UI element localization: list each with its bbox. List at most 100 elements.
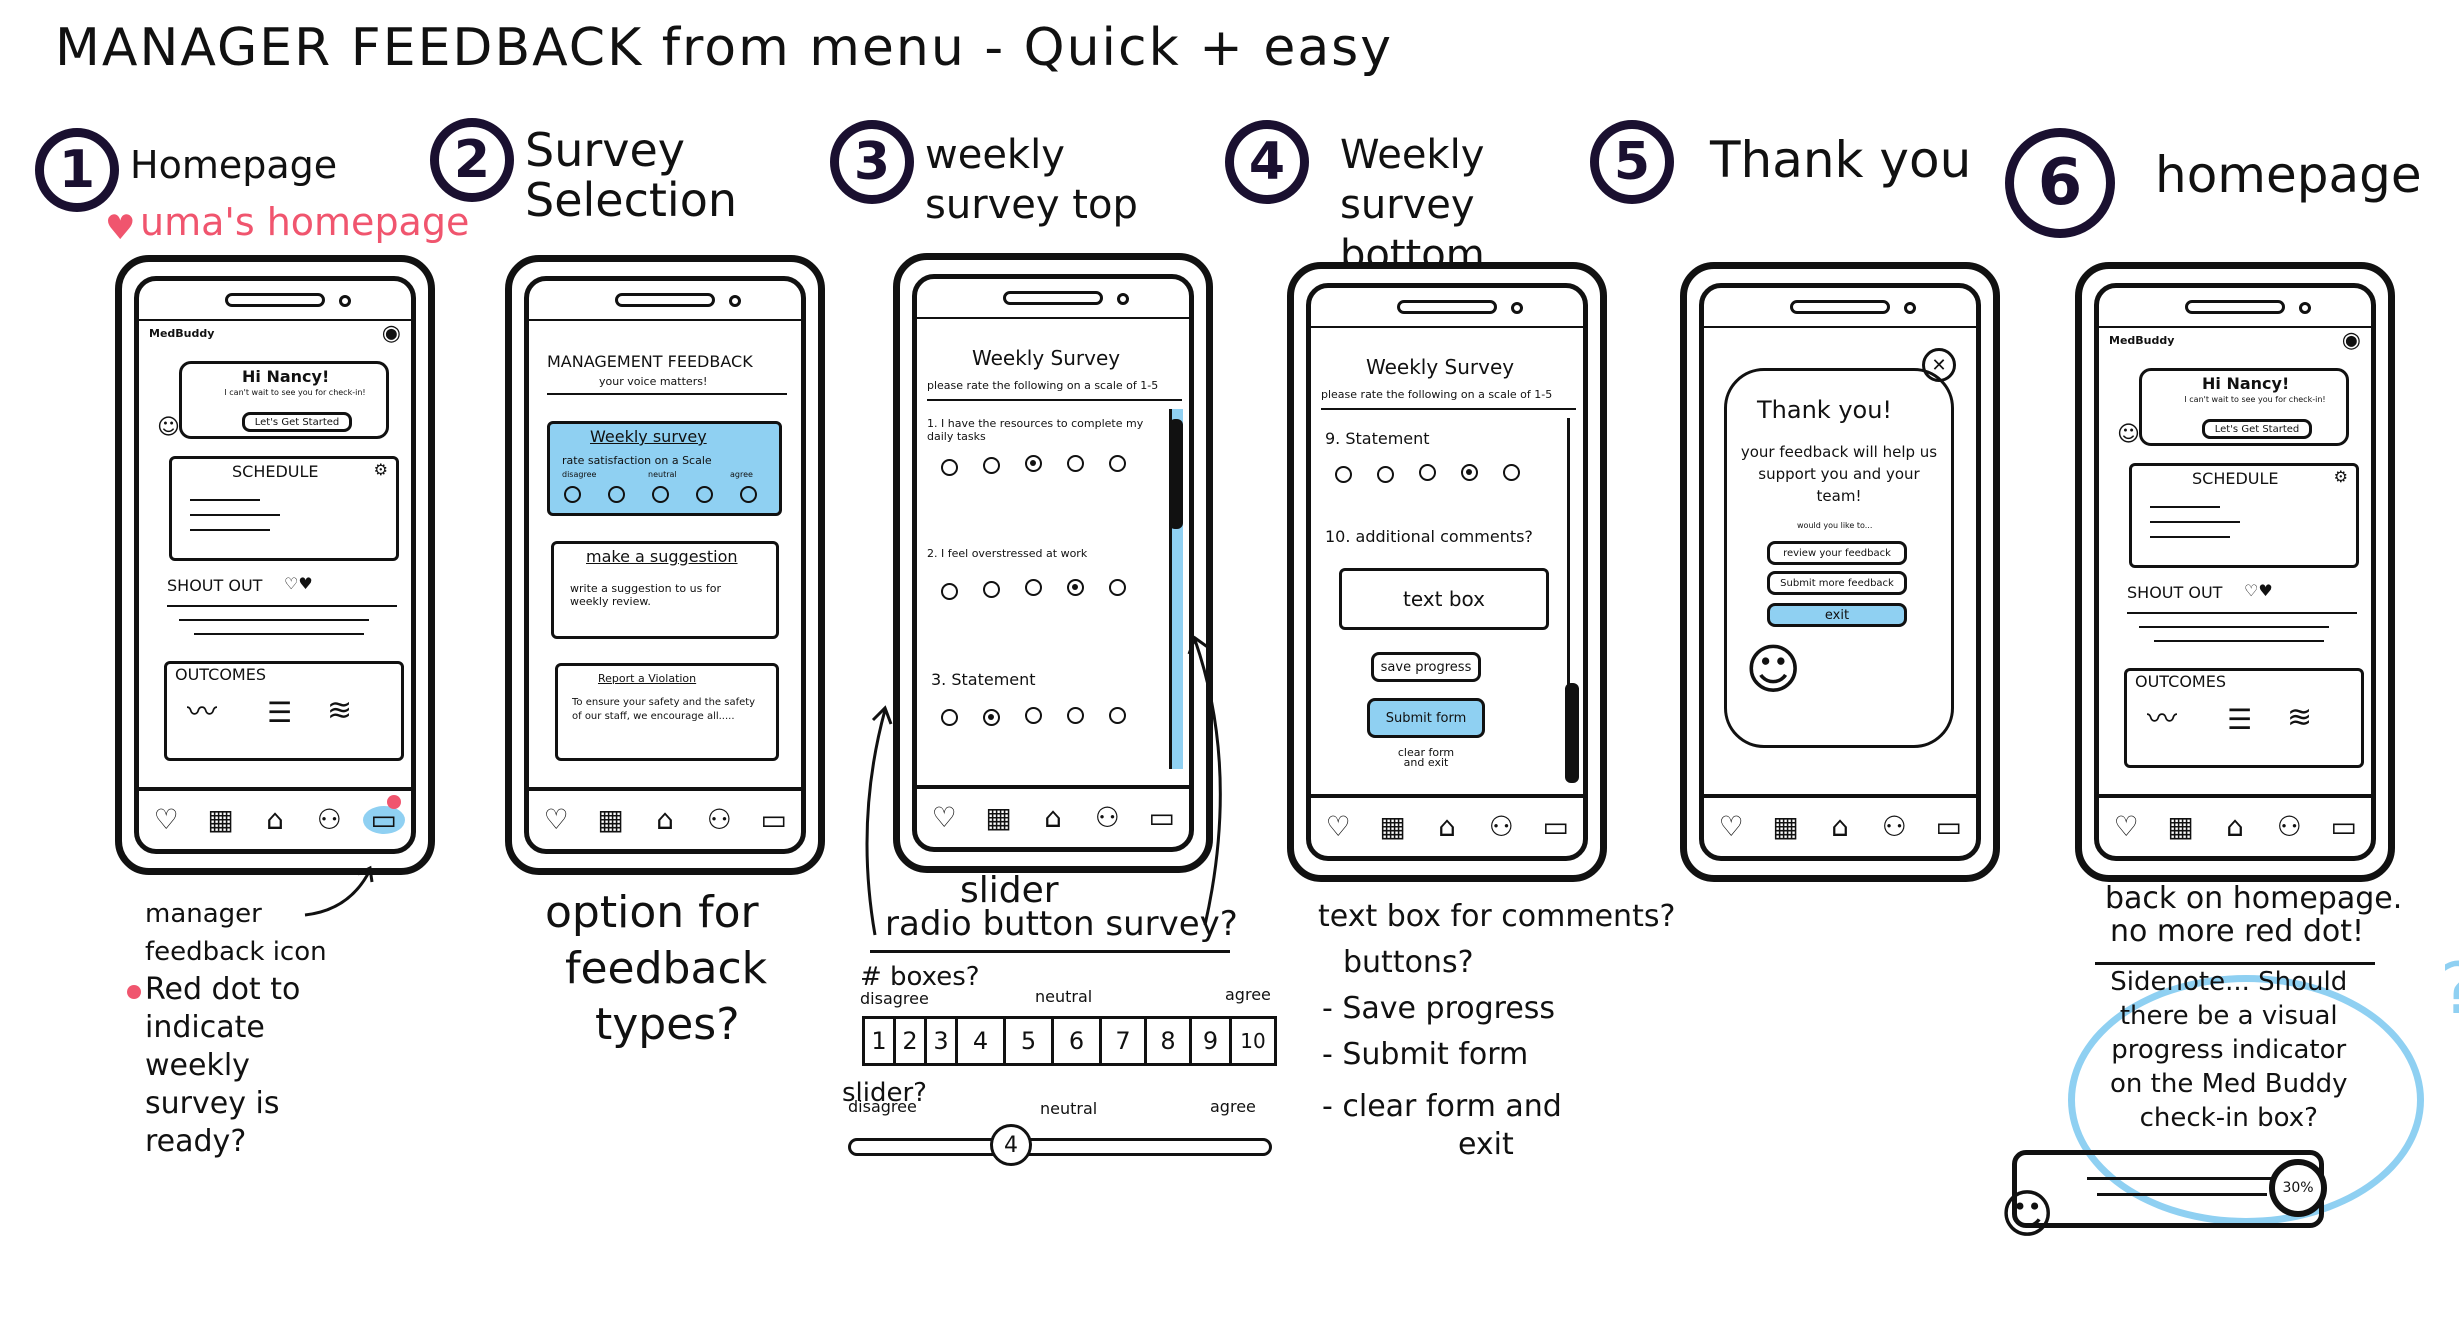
review-feedback-button[interactable]: review your feedback — [1767, 541, 1907, 565]
violation-option[interactable]: Report a Violation To ensure your safety… — [555, 663, 779, 761]
home-nav-icon[interactable]: ⌂ — [2226, 810, 2244, 843]
people-nav-icon[interactable]: ⚇ — [1881, 810, 1907, 843]
radio-option[interactable] — [1025, 579, 1042, 596]
radio-option[interactable] — [1419, 464, 1436, 481]
outcomes-box[interactable]: OUTCOMES 〰 ☰ ≋ — [2124, 668, 2364, 768]
profile-icon[interactable]: ◉ — [2341, 328, 2361, 353]
profile-icon[interactable]: ◉ — [381, 321, 401, 346]
slider-track[interactable] — [848, 1138, 1272, 1156]
radio-option[interactable] — [1025, 707, 1042, 724]
heart-nav-icon[interactable]: ♡ — [1325, 810, 1351, 843]
line-chart-icon: 〰 — [187, 695, 217, 730]
radio-option[interactable] — [941, 709, 958, 726]
radio-option[interactable] — [1025, 455, 1042, 472]
radio-option[interactable] — [1109, 579, 1126, 596]
people-nav-icon[interactable]: ⚇ — [1094, 801, 1120, 834]
comments-text-box[interactable]: text box — [1339, 568, 1549, 630]
radio-option[interactable] — [1067, 707, 1084, 724]
note-line: Sidenote... Should — [2110, 967, 2348, 997]
schedule-box[interactable]: SCHEDULE ⚙ — [169, 456, 399, 561]
people-nav-icon[interactable]: ⚇ — [2276, 810, 2302, 843]
heart-nav-icon[interactable]: ♡ — [1718, 810, 1744, 843]
scrollbar-thumb[interactable] — [1169, 419, 1183, 529]
suggestion-option[interactable]: make a suggestion write a suggestion to … — [551, 541, 779, 639]
home-nav-icon[interactable]: ⌂ — [1044, 801, 1062, 834]
shout-out-label: SHOUT OUT — [167, 576, 263, 595]
weekly-survey-option[interactable]: Weekly survey rate satisfaction on a Sca… — [547, 421, 782, 516]
radio-option[interactable] — [696, 486, 713, 503]
wave-icon: ≋ — [327, 693, 353, 728]
lets-get-started-button[interactable]: Let's Get Started — [242, 412, 352, 432]
lets-get-started-button[interactable]: Let's Get Started — [2202, 419, 2312, 439]
calendar-nav-icon[interactable]: ▦ — [985, 801, 1012, 834]
radio-option[interactable] — [983, 457, 1000, 474]
save-progress-button[interactable]: save progress — [1371, 652, 1481, 682]
exit-button[interactable]: exit — [1767, 603, 1907, 627]
gear-icon[interactable]: ⚙ — [2333, 467, 2348, 486]
radio-option[interactable] — [740, 486, 757, 503]
scrollbar-track[interactable] — [1567, 418, 1577, 778]
scale-box[interactable]: 5 — [1006, 1019, 1054, 1063]
radio-option[interactable] — [941, 459, 958, 476]
heart-nav-icon[interactable]: ♡ — [543, 803, 569, 836]
heart-nav-icon[interactable]: ♡ — [2113, 810, 2139, 843]
scale-box[interactable]: 2 — [896, 1019, 927, 1063]
scale-box[interactable]: 3 — [927, 1019, 958, 1063]
close-icon[interactable]: ✕ — [1922, 348, 1956, 382]
schedule-label: SCHEDULE — [2192, 469, 2279, 488]
scrollbar-thumb[interactable] — [1565, 683, 1579, 783]
calendar-nav-icon[interactable]: ▦ — [1379, 810, 1406, 843]
radio-option[interactable] — [1461, 464, 1478, 481]
box-scale[interactable]: 1 2 3 4 5 6 7 8 9 10 — [862, 1016, 1277, 1066]
submit-more-feedback-button[interactable]: Submit more feedback — [1767, 571, 1907, 595]
radio-option[interactable] — [983, 581, 1000, 598]
radio-option[interactable] — [1067, 579, 1084, 596]
medbuddy-mascot-icon: ☺ — [2000, 1185, 2055, 1245]
calendar-nav-icon[interactable]: ▦ — [597, 803, 624, 836]
clear-form-link[interactable]: clear form and exit — [1397, 746, 1455, 769]
radio-option[interactable] — [1377, 466, 1394, 483]
calendar-nav-icon[interactable]: ▦ — [207, 803, 234, 836]
home-notes: manager feedback icon Red dot to indicat… — [127, 895, 327, 1161]
outcomes-box[interactable]: OUTCOMES 〰 ☰ ≋ — [164, 661, 404, 761]
home-nav-icon[interactable]: ⌂ — [266, 803, 284, 836]
schedule-box[interactable]: SCHEDULE ⚙ — [2129, 463, 2359, 568]
scale-box[interactable]: 8 — [1147, 1019, 1192, 1063]
feedback-nav-icon[interactable]: ▭ — [1148, 801, 1175, 834]
people-nav-icon[interactable]: ⚇ — [316, 803, 342, 836]
radio-option[interactable] — [652, 486, 669, 503]
scale-box[interactable]: 10 — [1240, 1029, 1266, 1053]
scale-box[interactable]: 7 — [1102, 1019, 1147, 1063]
feedback-nav-icon[interactable]: ▭ — [1542, 810, 1569, 843]
note-line: on the Med Buddy — [2110, 1069, 2348, 1099]
heart-nav-icon[interactable]: ♡ — [931, 801, 957, 834]
radio-option[interactable] — [1067, 455, 1084, 472]
radio-option[interactable] — [1109, 707, 1126, 724]
home-nav-icon[interactable]: ⌂ — [656, 803, 674, 836]
scale-box[interactable]: 1 — [865, 1019, 896, 1063]
people-nav-icon[interactable]: ⚇ — [1488, 810, 1514, 843]
slider-handle[interactable]: 4 — [990, 1124, 1032, 1166]
feedback-nav-icon[interactable]: ▭ — [362, 806, 405, 834]
scale-box[interactable]: 9 — [1192, 1019, 1232, 1063]
feedback-nav-icon[interactable]: ▭ — [2330, 810, 2357, 843]
scale-box[interactable]: 6 — [1054, 1019, 1102, 1063]
radio-option[interactable] — [1335, 466, 1352, 483]
feedback-nav-icon[interactable]: ▭ — [1935, 810, 1962, 843]
radio-option[interactable] — [941, 583, 958, 600]
radio-option[interactable] — [564, 486, 581, 503]
heart-nav-icon[interactable]: ♡ — [153, 803, 179, 836]
radio-option[interactable] — [983, 709, 1000, 726]
calendar-nav-icon[interactable]: ▦ — [1772, 810, 1799, 843]
radio-option[interactable] — [1503, 464, 1520, 481]
home-nav-icon[interactable]: ⌂ — [1831, 810, 1849, 843]
feedback-nav-icon[interactable]: ▭ — [760, 803, 787, 836]
home-nav-icon[interactable]: ⌂ — [1438, 810, 1456, 843]
submit-form-button[interactable]: Submit form — [1367, 698, 1485, 738]
people-nav-icon[interactable]: ⚇ — [706, 803, 732, 836]
scale-box[interactable]: 4 — [958, 1019, 1006, 1063]
radio-option[interactable] — [608, 486, 625, 503]
radio-option[interactable] — [1109, 455, 1126, 472]
calendar-nav-icon[interactable]: ▦ — [2167, 810, 2194, 843]
gear-icon[interactable]: ⚙ — [373, 460, 388, 479]
